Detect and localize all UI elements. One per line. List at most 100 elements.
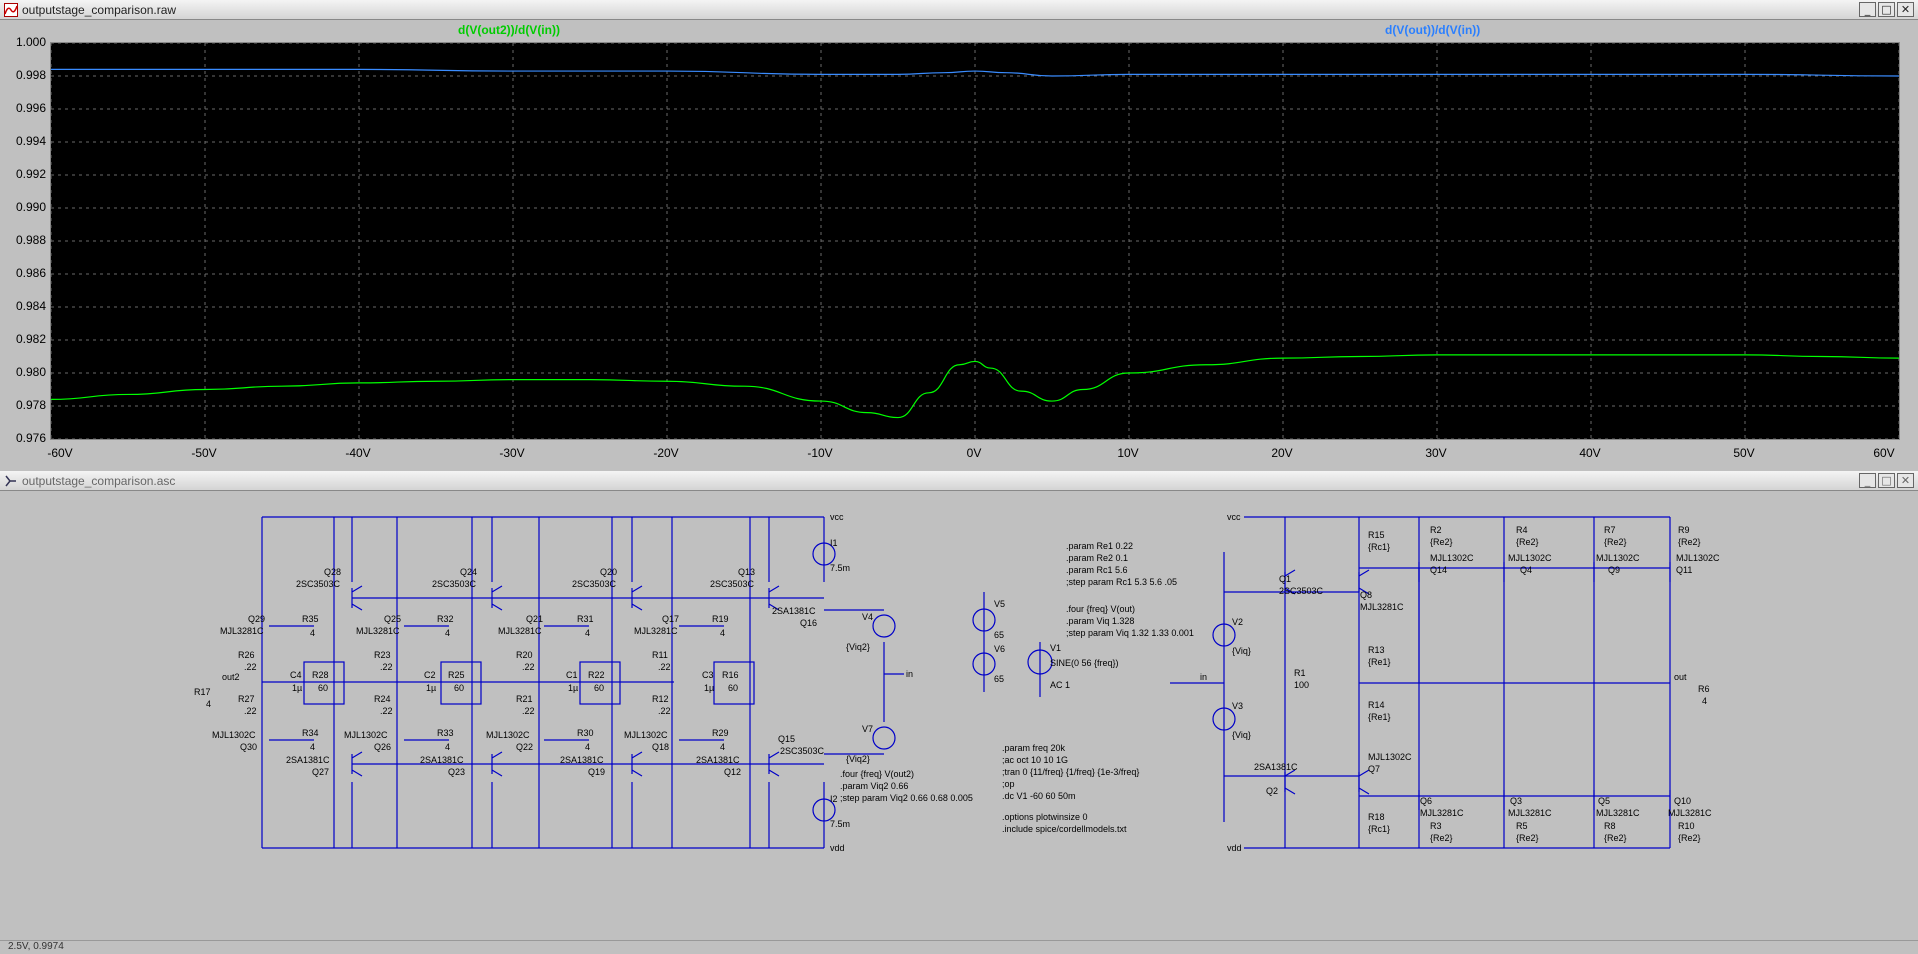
svg-text:{Re2}: {Re2} <box>1516 537 1539 547</box>
svg-text:MJL3281C: MJL3281C <box>220 626 264 636</box>
svg-text:V6: V6 <box>994 644 1005 654</box>
svg-text:Q19: Q19 <box>588 767 605 777</box>
net-label-out: out <box>1674 672 1687 682</box>
svg-text:MJL1302C: MJL1302C <box>1430 553 1474 563</box>
svg-text:Q14: Q14 <box>1430 565 1447 575</box>
svg-text:C2: C2 <box>424 670 436 680</box>
svg-text:{Rc1}: {Rc1} <box>1368 824 1390 834</box>
plot-window-titlebar[interactable]: outputstage_comparison.raw _ □ ✕ <box>0 0 1918 20</box>
x-tick-label: 10V <box>1117 446 1139 460</box>
svg-text:;step param Rc1 5.3 5.6 .05: ;step param Rc1 5.3 5.6 .05 <box>1066 577 1177 587</box>
series-line-0[interactable] <box>50 354 1900 419</box>
y-tick-label: 0.992 <box>15 167 46 181</box>
svg-text:Q20: Q20 <box>600 567 617 577</box>
svg-text:{Re2}: {Re2} <box>1430 833 1453 843</box>
svg-text:4: 4 <box>445 742 450 752</box>
svg-text:Q30: Q30 <box>240 742 257 752</box>
svg-text:Q13: Q13 <box>738 567 755 577</box>
close-button[interactable]: ✕ <box>1897 2 1914 17</box>
svg-text:Q15: Q15 <box>778 734 795 744</box>
svg-text:V5: V5 <box>994 599 1005 609</box>
svg-text:2SC3503C: 2SC3503C <box>710 579 755 589</box>
wires <box>261 516 1671 849</box>
svg-text:Q23: Q23 <box>448 767 465 777</box>
maximize-button[interactable]: □ <box>1878 2 1895 17</box>
svg-text:4: 4 <box>585 628 590 638</box>
x-tick-label: 0V <box>966 446 982 460</box>
svg-text:{Rc1}: {Rc1} <box>1368 542 1390 552</box>
svg-text:4: 4 <box>445 628 450 638</box>
svg-text:{Re1}: {Re1} <box>1368 712 1391 722</box>
svg-text:R12: R12 <box>652 694 669 704</box>
x-tick-label: -50V <box>191 446 217 460</box>
svg-text:Q24: Q24 <box>460 567 477 577</box>
svg-text:V3: V3 <box>1232 701 1243 711</box>
net-label-in-right: in <box>1200 672 1207 682</box>
x-tick-label: -10V <box>807 446 833 460</box>
svg-text:2SA1381C: 2SA1381C <box>420 755 464 765</box>
svg-text:Q11: Q11 <box>1676 565 1692 575</box>
x-tick-label: 20V <box>1271 446 1293 460</box>
svg-text:4: 4 <box>720 628 725 638</box>
svg-text:Q10: Q10 <box>1674 796 1691 806</box>
x-tick-label: 30V <box>1425 446 1447 460</box>
svg-text:MJL3281C: MJL3281C <box>498 626 542 636</box>
minimize-button[interactable]: _ <box>1859 473 1876 488</box>
svg-text:1µ: 1µ <box>292 683 302 693</box>
trace-label-out2[interactable]: d(V(out2))/d(V(in)) <box>458 23 560 37</box>
y-tick-label: 0.988 <box>15 233 46 247</box>
svg-text:Q12: Q12 <box>724 767 741 777</box>
svg-text:R20: R20 <box>516 650 533 660</box>
svg-text:{Viq}: {Viq} <box>1232 730 1251 740</box>
cursor-readout: 2.5V, 0.9974 <box>8 941 64 952</box>
svg-text:Q9: Q9 <box>1608 565 1620 575</box>
y-tick-label: 0.978 <box>15 398 46 412</box>
svg-text:2SC3503C: 2SC3503C <box>780 746 825 756</box>
svg-text:.22: .22 <box>522 706 535 716</box>
schematic-canvas[interactable]: vcc vdd vcc vdd in in out out2 Q28 2SC35… <box>4 492 1914 939</box>
svg-text:MJL1302C: MJL1302C <box>212 730 256 740</box>
svg-text:I2: I2 <box>830 794 838 804</box>
svg-text:R33: R33 <box>437 728 454 738</box>
y-tick-label: 0.982 <box>15 332 46 346</box>
y-tick-label: 0.976 <box>15 431 46 445</box>
minimize-button[interactable]: _ <box>1859 2 1876 17</box>
trace-label-out[interactable]: d(V(out))/d(V(in)) <box>1385 23 1481 37</box>
svg-text:Q25: Q25 <box>384 614 401 624</box>
svg-text:R30: R30 <box>577 728 594 738</box>
schematic-window[interactable]: outputstage_comparison.asc _ □ ✕ <box>0 471 1918 939</box>
plot-window[interactable]: outputstage_comparison.raw _ □ ✕ d(V(out… <box>0 0 1918 468</box>
svg-text:R35: R35 <box>302 614 319 624</box>
y-tick-label: 1.000 <box>15 35 46 49</box>
svg-text:R2: R2 <box>1430 525 1442 535</box>
plot-area[interactable] <box>50 42 1900 440</box>
svg-text:R18: R18 <box>1368 812 1385 822</box>
svg-text:Q17: Q17 <box>662 614 679 624</box>
net-label-vcc-left: vcc <box>830 512 844 522</box>
svg-text:{Re2}: {Re2} <box>1604 833 1627 843</box>
schematic-window-titlebar[interactable]: outputstage_comparison.asc _ □ ✕ <box>0 471 1918 491</box>
svg-text:Q1: Q1 <box>1279 574 1291 584</box>
svg-text:R8: R8 <box>1604 821 1616 831</box>
svg-text:V7: V7 <box>862 724 873 734</box>
svg-text:R11: R11 <box>652 650 668 660</box>
svg-text:R16: R16 <box>722 670 739 680</box>
series-line-1[interactable] <box>50 68 1900 77</box>
maximize-button[interactable]: □ <box>1878 473 1895 488</box>
svg-text:V2: V2 <box>1232 617 1243 627</box>
svg-text:.param Re2 0.1: .param Re2 0.1 <box>1066 553 1128 563</box>
svg-text:.22: .22 <box>380 706 393 716</box>
svg-text:R7: R7 <box>1604 525 1616 535</box>
svg-text:C1: C1 <box>566 670 578 680</box>
svg-text:.param Viq2 0.66: .param Viq2 0.66 <box>840 781 908 791</box>
net-label-vdd-left: vdd <box>830 843 845 853</box>
plot-svg <box>50 42 1900 440</box>
svg-text:R6: R6 <box>1698 684 1710 694</box>
svg-text:2SC3503C: 2SC3503C <box>572 579 617 589</box>
svg-text:.22: .22 <box>658 662 671 672</box>
svg-text:R19: R19 <box>712 614 729 624</box>
close-button[interactable]: ✕ <box>1897 473 1914 488</box>
svg-text:.param Rc1 5.6: .param Rc1 5.6 <box>1066 565 1128 575</box>
left-labels: Q28 2SC3503C Q24 2SC3503C Q20 2SC3503C Q… <box>194 538 973 829</box>
svg-text:C4: C4 <box>290 670 302 680</box>
